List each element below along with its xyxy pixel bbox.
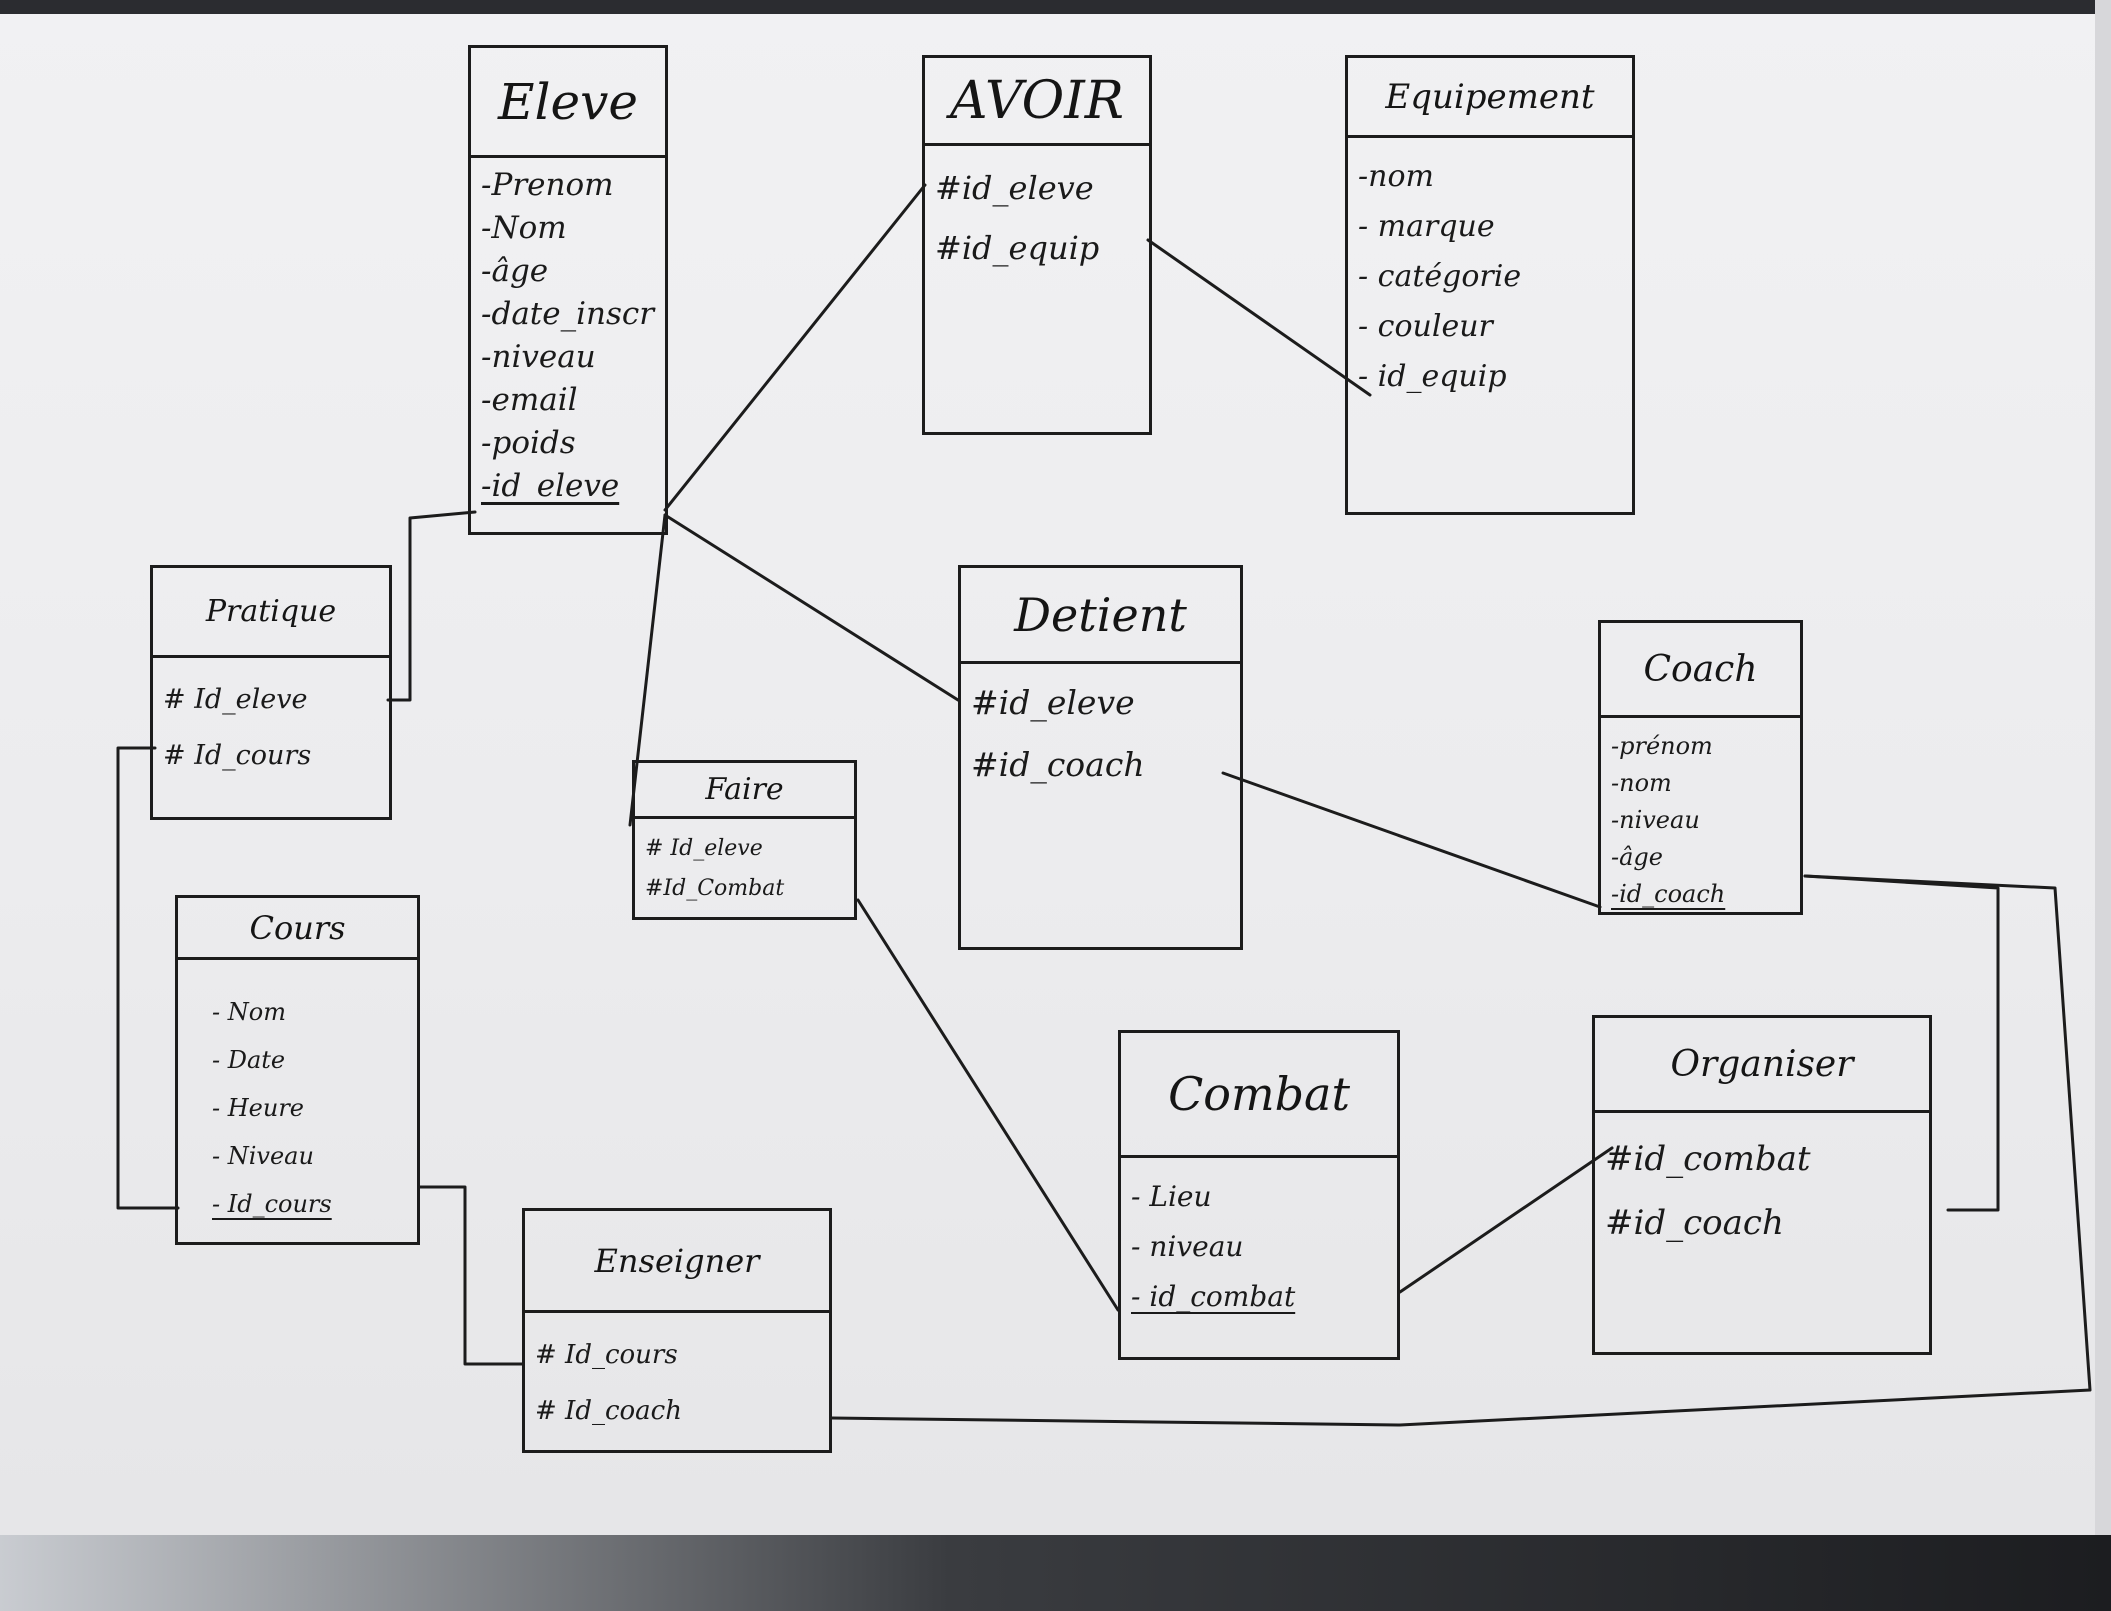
entity-title: Combat <box>1121 1033 1397 1158</box>
attribute: #id_eleve <box>935 169 1094 207</box>
entity-eleve: Eleve -Prenom -Nom -âge -date_inscr -niveau -e… <box>468 45 668 535</box>
primary-key-attribute: - Id_cours <box>212 1190 332 1218</box>
attribute: #id_combat <box>1605 1139 1811 1179</box>
attribute: -date_inscr <box>481 296 655 332</box>
attribute: -poids <box>481 425 576 461</box>
entity-combat: Combat - Lieu - niveau - id_combat <box>1118 1030 1400 1360</box>
sheet-edge <box>2095 0 2111 1535</box>
attribute: -niveau <box>481 339 596 375</box>
attribute-list: #id_eleve #id_coach <box>961 664 1240 796</box>
attribute-list: #id_combat #id_coach <box>1595 1113 1929 1255</box>
attribute: #id_coach <box>971 745 1145 784</box>
entity-title: Organiser <box>1595 1018 1929 1113</box>
background-strip <box>0 0 2111 14</box>
attribute: - Lieu <box>1131 1180 1212 1213</box>
attribute: -âge <box>481 253 549 289</box>
link-avoir-equipement <box>1146 238 1372 397</box>
attribute: - niveau <box>1131 1230 1244 1263</box>
entity-title: AVOIR <box>925 58 1149 146</box>
desk-surface <box>0 1535 2111 1611</box>
entity-title: Faire <box>635 763 854 819</box>
primary-key-attribute: -id_eleve <box>481 468 620 504</box>
link-enseigner-coach <box>830 874 2092 1427</box>
attribute: # Id_cours <box>535 1340 678 1370</box>
primary-key-attribute: -id_coach <box>1611 880 1726 908</box>
attribute: # Id_eleve <box>645 836 763 861</box>
entity-faire: Faire # Id_eleve #Id_Combat <box>632 760 857 920</box>
attribute: -niveau <box>1611 806 1700 834</box>
entity-title: Enseigner <box>525 1211 829 1313</box>
attribute: - marque <box>1358 209 1495 244</box>
attribute-list: -prénom -nom -niveau -âge -id_coach <box>1601 718 1800 913</box>
attribute: - couleur <box>1358 309 1493 344</box>
attribute-list: - Nom - Date - Heure - Niveau - Id_cours <box>178 960 417 1228</box>
attribute: - Date <box>212 1046 286 1074</box>
attribute: -nom <box>1358 159 1434 194</box>
link-eleve-avoir <box>663 183 927 512</box>
attribute: -email <box>481 382 578 418</box>
entity-title: Eleve <box>471 48 665 158</box>
attribute: - id_equip <box>1358 359 1507 394</box>
attribute: # Id_eleve <box>163 684 308 715</box>
attribute: - Niveau <box>212 1142 314 1170</box>
paper-sheet <box>0 0 2111 1535</box>
attribute: -prénom <box>1611 732 1713 760</box>
entity-coach: Coach -prénom -nom -niveau -âge -id_coach <box>1598 620 1803 915</box>
entity-equipement: Equipement -nom - marque - catégorie - coule… <box>1345 55 1635 515</box>
entity-enseigner: Enseigner # Id_cours # Id_coach <box>522 1208 832 1453</box>
attribute-list: -nom - marque - catégorie - couleur - id_equ… <box>1348 138 1632 402</box>
link-pratique-cours <box>116 746 180 1210</box>
attribute-list: # Id_eleve #Id_Combat <box>635 819 854 909</box>
link-combat-organiser <box>1398 1146 1614 1294</box>
attribute: # Id_cours <box>163 740 312 771</box>
attribute: -nom <box>1611 769 1672 797</box>
attribute: - Heure <box>212 1094 305 1122</box>
link-detient-coach <box>1221 771 1602 909</box>
attribute: # Id_coach <box>535 1396 682 1426</box>
primary-key-attribute: - id_combat <box>1131 1280 1296 1313</box>
attribute: - Nom <box>212 998 286 1026</box>
entity-title: Pratique <box>153 568 389 658</box>
attribute: -Prenom <box>481 167 614 203</box>
attribute: -Nom <box>481 210 567 246</box>
attribute-list: -Prenom -Nom -âge -date_inscr -niveau -email -… <box>471 158 665 508</box>
attribute-list: #id_eleve #id_equip <box>925 146 1149 278</box>
attribute: -âge <box>1611 843 1663 871</box>
entity-avoir: AVOIR #id_eleve #id_equip <box>922 55 1152 435</box>
entity-title: Equipement <box>1348 58 1632 138</box>
link-cours-enseigner <box>418 1185 524 1366</box>
attribute: - catégorie <box>1358 259 1522 294</box>
attribute: #id_equip <box>935 229 1100 267</box>
entity-cours: Cours - Nom - Date - Heure - Niveau - Id_cour… <box>175 895 420 1245</box>
entity-pratique: Pratique # Id_eleve # Id_cours <box>150 565 392 820</box>
entity-title: Detient <box>961 568 1240 664</box>
attribute: #Id_Combat <box>645 876 785 901</box>
link-eleve-detient <box>663 513 960 702</box>
entity-title: Coach <box>1601 623 1800 718</box>
entity-detient: Detient #id_eleve #id_coach <box>958 565 1243 950</box>
entity-organiser: Organiser #id_combat #id_coach <box>1592 1015 1932 1355</box>
attribute-list: - Lieu - niveau - id_combat <box>1121 1158 1397 1322</box>
link-eleve-pratique <box>386 510 477 702</box>
attribute: #id_eleve <box>971 683 1135 722</box>
attribute-list: # Id_cours # Id_coach <box>525 1313 829 1439</box>
attribute: #id_coach <box>1605 1203 1784 1243</box>
entity-title: Cours <box>178 898 417 960</box>
link-faire-combat <box>856 898 1120 1312</box>
attribute-list: # Id_eleve # Id_cours <box>153 658 389 784</box>
link-eleve-faire <box>628 513 667 827</box>
